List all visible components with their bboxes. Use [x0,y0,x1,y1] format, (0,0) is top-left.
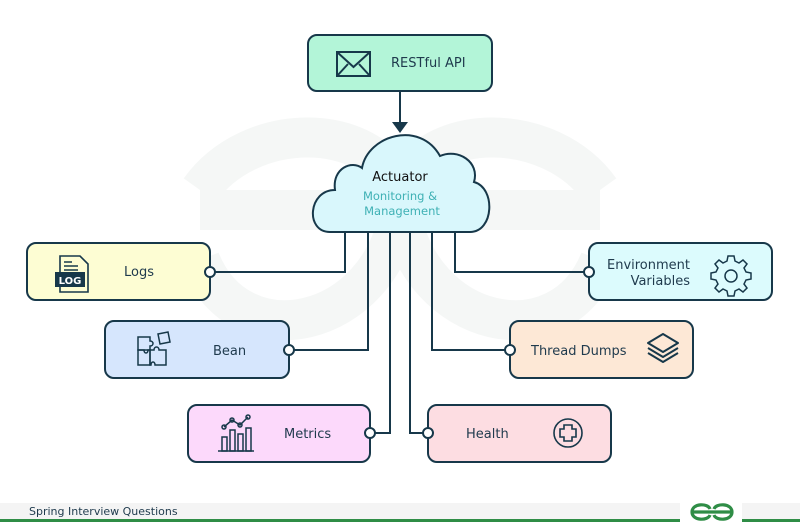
log-icon-text: LOG [59,276,82,287]
edge-actuator-to-thread-dumps [431,230,507,351]
gfg-logo-icon [690,503,734,521]
edge-actuator-to-health [409,230,425,434]
cloud-subtitle-line1: Monitoring & [363,189,437,203]
envelope-icon [336,51,371,77]
connector-dot-metrics [364,427,376,439]
bar-chart-icon [218,414,254,452]
node-label-line1: Environment [607,258,690,273]
edge-actuator-to-logs [215,230,346,273]
node-actuator-cloud[interactable]: Actuator Monitoring & Management [312,134,491,233]
layers-icon [647,333,679,363]
node-label: Bean [213,344,246,359]
node-label-line2: Variables [631,274,691,289]
node-logs[interactable]: LOG Logs [26,242,211,301]
connector-dot-logs [204,266,216,278]
node-environment-variables[interactable]: Environment Variables [588,242,773,301]
node-label: Thread Dumps [530,344,627,359]
puzzle-icon [137,331,171,366]
node-health[interactable]: Health [427,404,612,463]
cloud-subtitle-line2: Management [364,204,440,218]
node-label: RESTful API [391,56,466,71]
node-label: Metrics [284,427,331,442]
cloud-title: Actuator [372,170,428,185]
footer-title: Spring Interview Questions [29,505,178,518]
node-label: Health [466,427,509,442]
edge-actuator-to-bean [293,230,369,351]
edge-actuator-to-env [454,230,585,273]
node-bean[interactable]: Bean [104,320,290,379]
connector-dot-env [583,266,595,278]
medical-cross-icon [553,418,583,448]
connector-dot-health [422,427,434,439]
footer-band [0,503,800,520]
edge-actuator-to-metrics [375,230,391,434]
connector-dot-thread-dumps [504,344,516,356]
footer-accent-line [0,519,800,522]
node-metrics[interactable]: Metrics [187,404,371,463]
log-file-icon: LOG [55,255,89,293]
gear-icon [710,255,752,297]
node-label: Logs [124,265,154,280]
connector-dot-bean [283,344,295,356]
node-thread-dumps[interactable]: Thread Dumps [509,320,694,379]
arrow-head [392,122,408,133]
connectors [215,92,585,434]
node-restful-api[interactable]: RESTful API [307,34,493,92]
